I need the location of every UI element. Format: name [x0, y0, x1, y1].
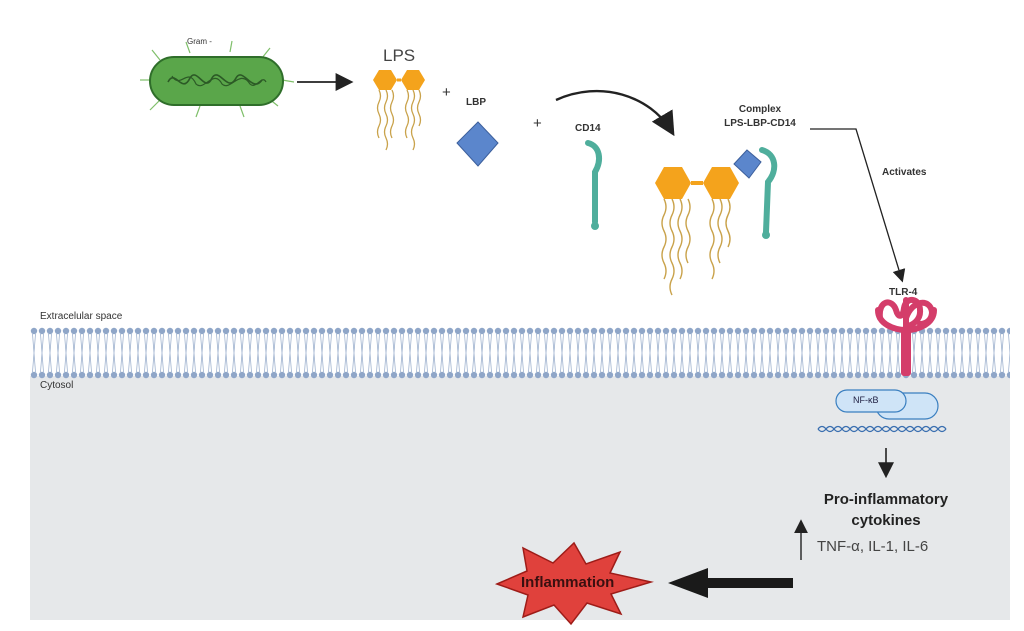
- lps-molecule: [373, 70, 425, 151]
- tlr4-label: TLR-4: [889, 287, 918, 298]
- plus-sign-2: +: [533, 115, 542, 132]
- inflammation-label: Inflammation: [521, 574, 615, 591]
- arrow-to-inflammation: [668, 568, 793, 598]
- complex-label-line2: LPS-LBP-CD14: [724, 118, 796, 129]
- lbp-label: LBP: [466, 97, 486, 108]
- arrow-activates: [810, 128, 906, 283]
- complex-label-line1: Complex: [738, 104, 782, 115]
- complex-lps-lbp-cd14: [655, 147, 778, 296]
- cell-membrane: [30, 327, 1010, 379]
- tlr4-receptor: [875, 297, 937, 376]
- plus-sign-1: +: [442, 84, 451, 101]
- bacterium: [140, 40, 295, 118]
- nfkb-complex: [835, 389, 939, 420]
- gram-label: Gram -: [187, 37, 212, 46]
- lbp-protein: [456, 121, 499, 167]
- cd14-protein: [585, 140, 603, 230]
- lps-label: LPS: [383, 46, 416, 65]
- curved-arrow-to-complex: [555, 89, 675, 137]
- cytokines-title-line1: Pro-inflammatory: [823, 491, 949, 508]
- cytokines-list: TNF-α, IL-1, IL-6: [817, 538, 929, 555]
- dna-strand: [817, 425, 947, 433]
- inflammation-star: [494, 541, 654, 626]
- extracellular-space-label: Extracelular space: [40, 311, 123, 322]
- activates-label: Activates: [882, 167, 927, 178]
- cytosol-label: Cytosol: [40, 380, 74, 391]
- cd14-label: CD14: [575, 123, 601, 134]
- cytokines-title-line2: cytokines: [851, 512, 921, 529]
- nfkb-label: NF-κB: [853, 395, 879, 405]
